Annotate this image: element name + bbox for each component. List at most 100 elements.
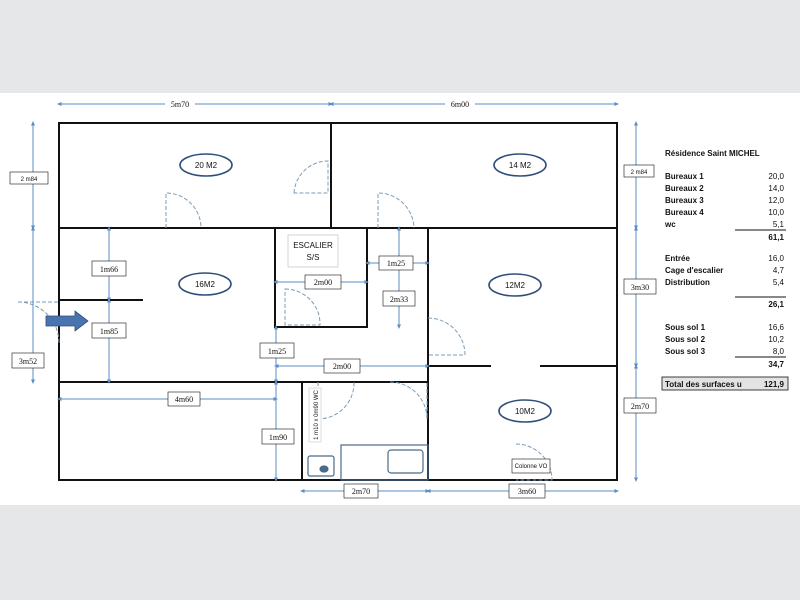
svg-text:6m00: 6m00 bbox=[451, 100, 469, 109]
dim-stair-width: 2m00 bbox=[304, 274, 342, 290]
dim-right-upper: 2 m84 bbox=[623, 164, 655, 178]
room-labels: 20 M2 14 M2 16M2 12M2 10M2 bbox=[178, 153, 552, 423]
door-swing-1 bbox=[165, 192, 202, 229]
svg-text:Entrée: Entrée bbox=[665, 254, 690, 263]
toilet-icon bbox=[307, 455, 335, 477]
table-group1: Bureaux 1 20,0 Bureaux 2 14,0 Bureaux 3 … bbox=[664, 172, 786, 242]
bathtub-icon bbox=[387, 449, 424, 474]
dim-landing: 1m25 bbox=[259, 342, 295, 359]
room-right: 12M2 bbox=[488, 273, 542, 297]
svg-text:2m00: 2m00 bbox=[314, 278, 332, 287]
svg-text:14,0: 14,0 bbox=[768, 184, 784, 193]
svg-text:wc: wc bbox=[664, 220, 676, 229]
svg-text:2 m84: 2 m84 bbox=[21, 177, 38, 183]
floor-plan-svg: 5m70 6m00 2 m84 3m52 2 m84 3m30 2m70 1m6… bbox=[9, 97, 789, 499]
svg-text:20 M2: 20 M2 bbox=[195, 161, 218, 170]
table-title: Résidence Saint MICHEL bbox=[665, 149, 760, 158]
door-swing-2 bbox=[293, 160, 329, 194]
svg-text:1 m10 x 0m90 WC: 1 m10 x 0m90 WC bbox=[314, 389, 320, 439]
room-top-right: 14 M2 bbox=[493, 153, 547, 177]
outer-wall bbox=[58, 122, 618, 481]
room-hall: 16M2 bbox=[178, 272, 232, 296]
dim-bottom-mid: 2m70 bbox=[343, 483, 379, 499]
surface-table: Résidence Saint MICHEL Bureaux 1 20,0 Bu… bbox=[661, 149, 789, 391]
svg-text:1m25: 1m25 bbox=[268, 347, 286, 356]
svg-text:5,4: 5,4 bbox=[773, 278, 785, 287]
svg-text:5,1: 5,1 bbox=[773, 220, 785, 229]
dim-bottom-left: 4m60 bbox=[167, 391, 201, 407]
svg-text:12,0: 12,0 bbox=[768, 196, 784, 205]
svg-text:12M2: 12M2 bbox=[505, 281, 526, 290]
toilet-bowl-icon bbox=[319, 465, 329, 473]
svg-text:16M2: 16M2 bbox=[195, 280, 216, 289]
svg-text:2m70: 2m70 bbox=[631, 402, 649, 411]
dim-corridor-width: 1m25 bbox=[378, 255, 414, 271]
wc-note: 1 m10 x 0m90 WC bbox=[308, 387, 322, 443]
svg-text:Bureaux 3: Bureaux 3 bbox=[665, 196, 704, 205]
door-swing-3 bbox=[377, 192, 415, 229]
svg-text:S/S: S/S bbox=[307, 253, 320, 262]
table-total: Total des surfaces u 121,9 bbox=[661, 376, 789, 391]
door-swing-entrance bbox=[17, 301, 60, 344]
svg-text:121,9: 121,9 bbox=[764, 380, 785, 389]
dim-hall-upper: 1m66 bbox=[91, 260, 127, 277]
svg-text:8,0: 8,0 bbox=[773, 347, 785, 356]
subtotal-2: 26,1 bbox=[768, 300, 784, 309]
table-group2: Entrée 16,0 Cage d'escalier 4,7 Distribu… bbox=[665, 254, 786, 309]
svg-text:Sous sol 3: Sous sol 3 bbox=[665, 347, 706, 356]
table-group3: Sous sol 1 16,6 Sous sol 2 10,2 Sous sol… bbox=[665, 323, 786, 369]
svg-text:3m52: 3m52 bbox=[19, 357, 37, 366]
svg-text:Cage d'escalier: Cage d'escalier bbox=[665, 266, 723, 275]
svg-text:10,0: 10,0 bbox=[768, 208, 784, 217]
doors bbox=[17, 160, 553, 481]
svg-text:2m33: 2m33 bbox=[390, 295, 408, 304]
svg-text:2m00: 2m00 bbox=[333, 362, 351, 371]
svg-text:10,2: 10,2 bbox=[768, 335, 784, 344]
svg-text:10M2: 10M2 bbox=[515, 407, 536, 416]
svg-text:ESCALIER: ESCALIER bbox=[293, 241, 333, 250]
dimension-labels: 5m70 6m00 2 m84 3m52 2 m84 3m30 2m70 1m6… bbox=[9, 97, 657, 499]
svg-text:Distribution: Distribution bbox=[665, 278, 710, 287]
svg-text:1m85: 1m85 bbox=[100, 327, 118, 336]
dim-left-upper: 2 m84 bbox=[9, 171, 49, 185]
svg-text:Bureaux 1: Bureaux 1 bbox=[665, 172, 704, 181]
dim-top-right: 6m00 bbox=[445, 97, 475, 111]
svg-text:1m90: 1m90 bbox=[269, 433, 287, 442]
svg-text:20,0: 20,0 bbox=[768, 172, 784, 181]
svg-text:Bureaux 4: Bureaux 4 bbox=[665, 208, 704, 217]
column-label: Colonne VO bbox=[511, 458, 551, 474]
room-top-left: 20 M2 bbox=[179, 153, 233, 177]
svg-text:3m60: 3m60 bbox=[518, 487, 536, 496]
dim-bottom-right: 3m60 bbox=[508, 483, 546, 499]
room-bottom-right: 10M2 bbox=[498, 399, 552, 423]
svg-text:14 M2: 14 M2 bbox=[509, 161, 532, 170]
entrance-arrow-icon bbox=[45, 310, 89, 332]
svg-text:2m70: 2m70 bbox=[352, 487, 370, 496]
svg-text:3m30: 3m30 bbox=[631, 283, 649, 292]
svg-text:1m66: 1m66 bbox=[100, 265, 118, 274]
svg-text:1m25: 1m25 bbox=[387, 259, 405, 268]
svg-text:Total des surfaces u: Total des surfaces u bbox=[665, 380, 742, 389]
door-swing-5 bbox=[427, 317, 466, 356]
door-swing-6 bbox=[389, 381, 428, 420]
dim-hall-lower: 1m85 bbox=[91, 322, 127, 339]
door-swing-4 bbox=[284, 288, 321, 326]
svg-text:Colonne VO: Colonne VO bbox=[515, 464, 548, 470]
svg-text:2 m84: 2 m84 bbox=[631, 170, 648, 176]
stair-label: ESCALIER S/S bbox=[287, 234, 339, 268]
door-swing-8 bbox=[515, 443, 553, 481]
svg-text:16,0: 16,0 bbox=[768, 254, 784, 263]
dim-right-lower: 2m70 bbox=[623, 397, 657, 414]
walls bbox=[58, 122, 618, 481]
subtotal-3: 34,7 bbox=[768, 360, 784, 369]
svg-text:Sous sol 2: Sous sol 2 bbox=[665, 335, 706, 344]
svg-text:4m60: 4m60 bbox=[175, 395, 193, 404]
svg-text:Sous sol 1: Sous sol 1 bbox=[665, 323, 706, 332]
stair-wall bbox=[274, 227, 368, 328]
dim-hall-bottom: 2m00 bbox=[323, 358, 361, 374]
subtotal-1: 61,1 bbox=[768, 233, 784, 242]
svg-text:4,7: 4,7 bbox=[773, 266, 785, 275]
door-swing-7 bbox=[317, 381, 355, 420]
svg-text:5m70: 5m70 bbox=[171, 100, 189, 109]
svg-text:16,6: 16,6 bbox=[768, 323, 784, 332]
